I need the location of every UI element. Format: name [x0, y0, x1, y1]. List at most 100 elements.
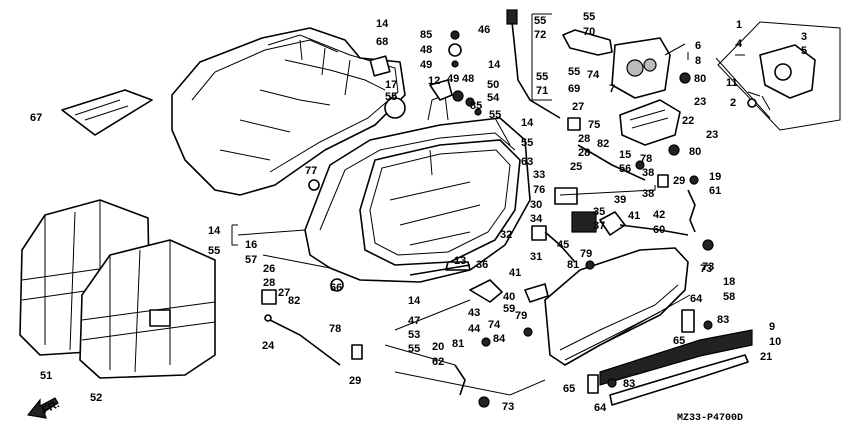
label-55b: 55	[536, 71, 548, 83]
label-78a: 78	[640, 153, 652, 165]
label-8: 8	[695, 55, 701, 67]
label-6: 6	[695, 40, 701, 52]
label-30: 30	[530, 199, 542, 211]
label-34: 34	[530, 213, 543, 225]
label-12: 12	[428, 75, 440, 87]
label-24: 24	[262, 340, 275, 352]
label-4: 4	[736, 38, 743, 50]
label-41b: 41	[509, 267, 521, 279]
label-40: 40	[503, 291, 515, 303]
label-64a: 64	[690, 293, 703, 305]
saddlebag-liner-52	[79, 239, 216, 379]
label-13: 13	[454, 255, 466, 267]
label-53: 53	[408, 329, 420, 341]
label-76: 76	[533, 184, 545, 196]
label-67: 67	[30, 112, 42, 124]
label-50: 50	[487, 79, 499, 91]
label-72: 72	[534, 29, 546, 41]
label-81b: 81	[452, 338, 464, 350]
label-55a: 55	[534, 15, 546, 27]
small-parts	[61, 9, 714, 408]
label-48b: 48	[462, 73, 474, 85]
label-2: 2	[730, 97, 736, 109]
label-57: 57	[245, 254, 257, 266]
label-42: 42	[653, 209, 665, 221]
label-14d: 14	[208, 225, 221, 237]
label-41: 41	[628, 210, 640, 222]
label-77: 77	[305, 165, 317, 177]
label-16: 16	[245, 239, 257, 251]
label-45: 45	[557, 239, 569, 251]
leader-lines	[231, 13, 771, 396]
label-85b: 85	[470, 100, 482, 112]
label-14a: 14	[376, 18, 389, 30]
label-33: 33	[533, 169, 545, 181]
label-9: 9	[769, 321, 775, 333]
label-65a: 65	[673, 335, 685, 347]
label-62: 62	[432, 356, 444, 368]
label-20: 20	[432, 341, 444, 353]
callout-labels: 1 4 3 5 11 2 6 8 74 7 80 23 22 23 75 80 …	[30, 11, 807, 424]
label-10: 10	[769, 336, 781, 348]
label-84: 84	[493, 333, 506, 345]
label-11: 11	[726, 77, 738, 89]
label-81a: 81	[567, 259, 579, 271]
label-51: 51	[40, 370, 52, 382]
label-58: 58	[723, 291, 735, 303]
label-75: 75	[588, 119, 600, 131]
label-55e: 55	[385, 91, 397, 103]
label-14e: 14	[408, 295, 421, 307]
label-43: 43	[468, 307, 480, 319]
label-44: 44	[468, 323, 481, 335]
label-28b: 28	[578, 147, 590, 159]
label-14b: 14	[488, 59, 501, 71]
label-25: 25	[570, 161, 582, 173]
light-housing	[619, 99, 681, 146]
label-73a: 73	[702, 261, 714, 273]
label-60: 60	[653, 224, 665, 236]
label-55d: 55	[568, 66, 580, 78]
label-49a: 49	[420, 59, 432, 71]
label-69: 69	[568, 83, 580, 95]
label-63: 63	[521, 156, 533, 168]
label-35: 35	[593, 206, 605, 218]
label-21: 21	[760, 351, 772, 363]
label-36: 36	[476, 259, 488, 271]
label-26: 26	[263, 263, 275, 275]
label-56a: 56	[619, 163, 631, 175]
label-83a: 83	[717, 314, 729, 326]
label-61: 61	[709, 185, 721, 197]
label-65b: 65	[563, 383, 575, 395]
label-55i: 55	[408, 343, 420, 355]
label-5: 5	[801, 45, 807, 57]
label-3: 3	[801, 31, 807, 43]
trunk-lid-panel	[544, 247, 689, 366]
lamp-unit	[611, 37, 671, 99]
diagram-code: MZ33-P4700D	[677, 413, 743, 424]
label-70: 70	[583, 26, 595, 38]
taillight-assembly	[717, 21, 841, 131]
label-73b: 73	[502, 401, 514, 413]
label-1: 1	[736, 19, 742, 31]
label-l73c: 73	[700, 263, 712, 275]
label-85a: 85	[420, 29, 432, 41]
label-28a: 28	[578, 133, 590, 145]
label-78b: 78	[329, 323, 341, 335]
label-82a: 82	[597, 138, 609, 150]
label-28c: 28	[263, 277, 275, 289]
label-37: 37	[593, 220, 605, 232]
label-80a: 80	[694, 73, 706, 85]
trunk-body	[304, 94, 531, 292]
label-79a: 79	[580, 248, 592, 260]
label-55h: 55	[208, 245, 220, 257]
label-83b: 83	[623, 378, 635, 390]
label-39: 39	[614, 194, 626, 206]
label-74a: 74	[587, 69, 600, 81]
label-71: 71	[536, 85, 548, 97]
label-17: 17	[385, 79, 397, 91]
label-22: 22	[682, 115, 694, 127]
label-80b: 80	[689, 146, 701, 158]
label-55g: 55	[521, 137, 533, 149]
front-direction-arrow	[26, 397, 59, 419]
